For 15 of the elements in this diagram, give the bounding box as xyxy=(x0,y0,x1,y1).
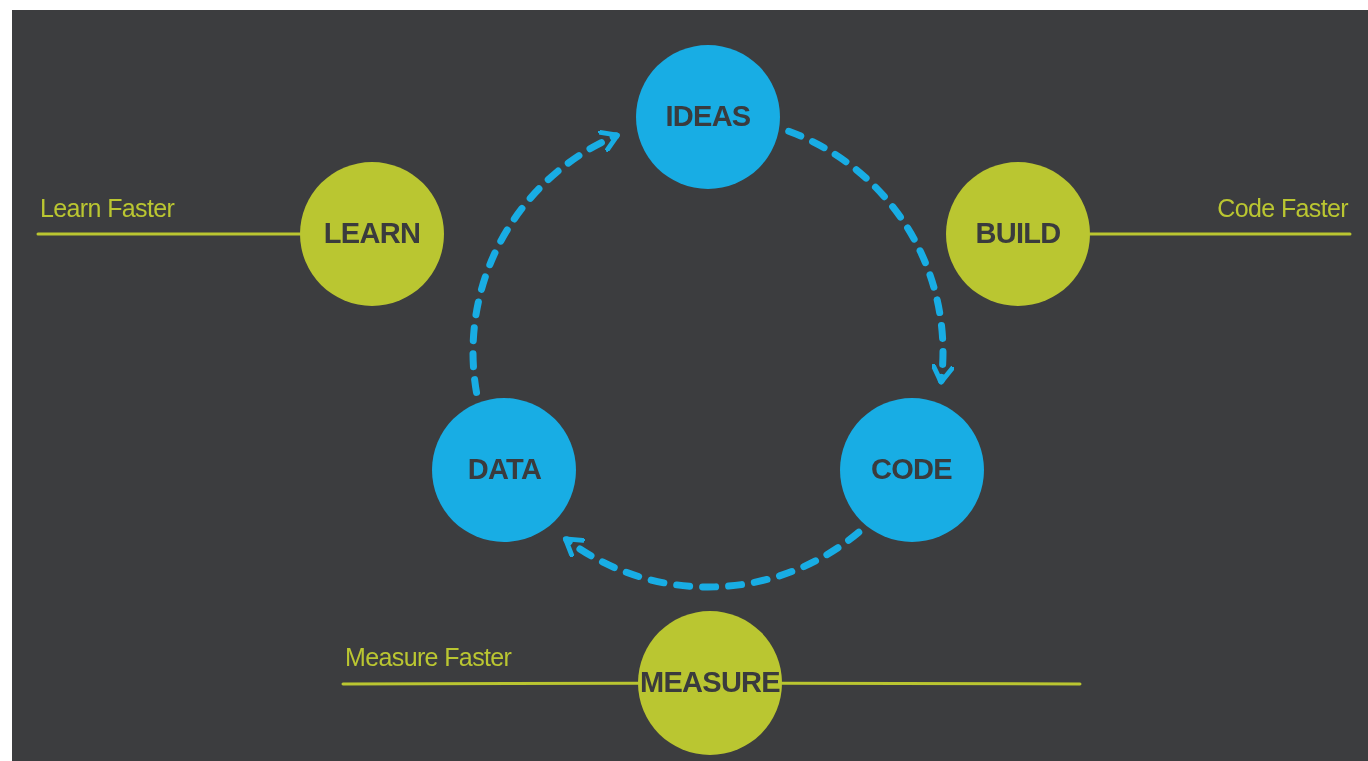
stage-label: IDEAS xyxy=(665,99,751,135)
dashed-arrow xyxy=(562,528,863,591)
dashed-arrow xyxy=(469,130,620,396)
connector-line xyxy=(780,681,1082,686)
stage-label: CODE xyxy=(871,451,952,487)
edge-label: Learn Faster xyxy=(40,193,175,223)
connector-line xyxy=(36,232,302,236)
stage-label: DATA xyxy=(467,451,542,487)
stage-label: LEARN xyxy=(323,216,421,252)
dashed-arrow xyxy=(785,127,954,385)
edge-label: Code Faster xyxy=(1217,193,1348,223)
stage-label: MEASURE xyxy=(640,665,780,701)
stage-label: BUILD xyxy=(975,216,1061,252)
connector-line xyxy=(341,681,640,686)
edge-label: Measure Faster xyxy=(345,642,512,672)
